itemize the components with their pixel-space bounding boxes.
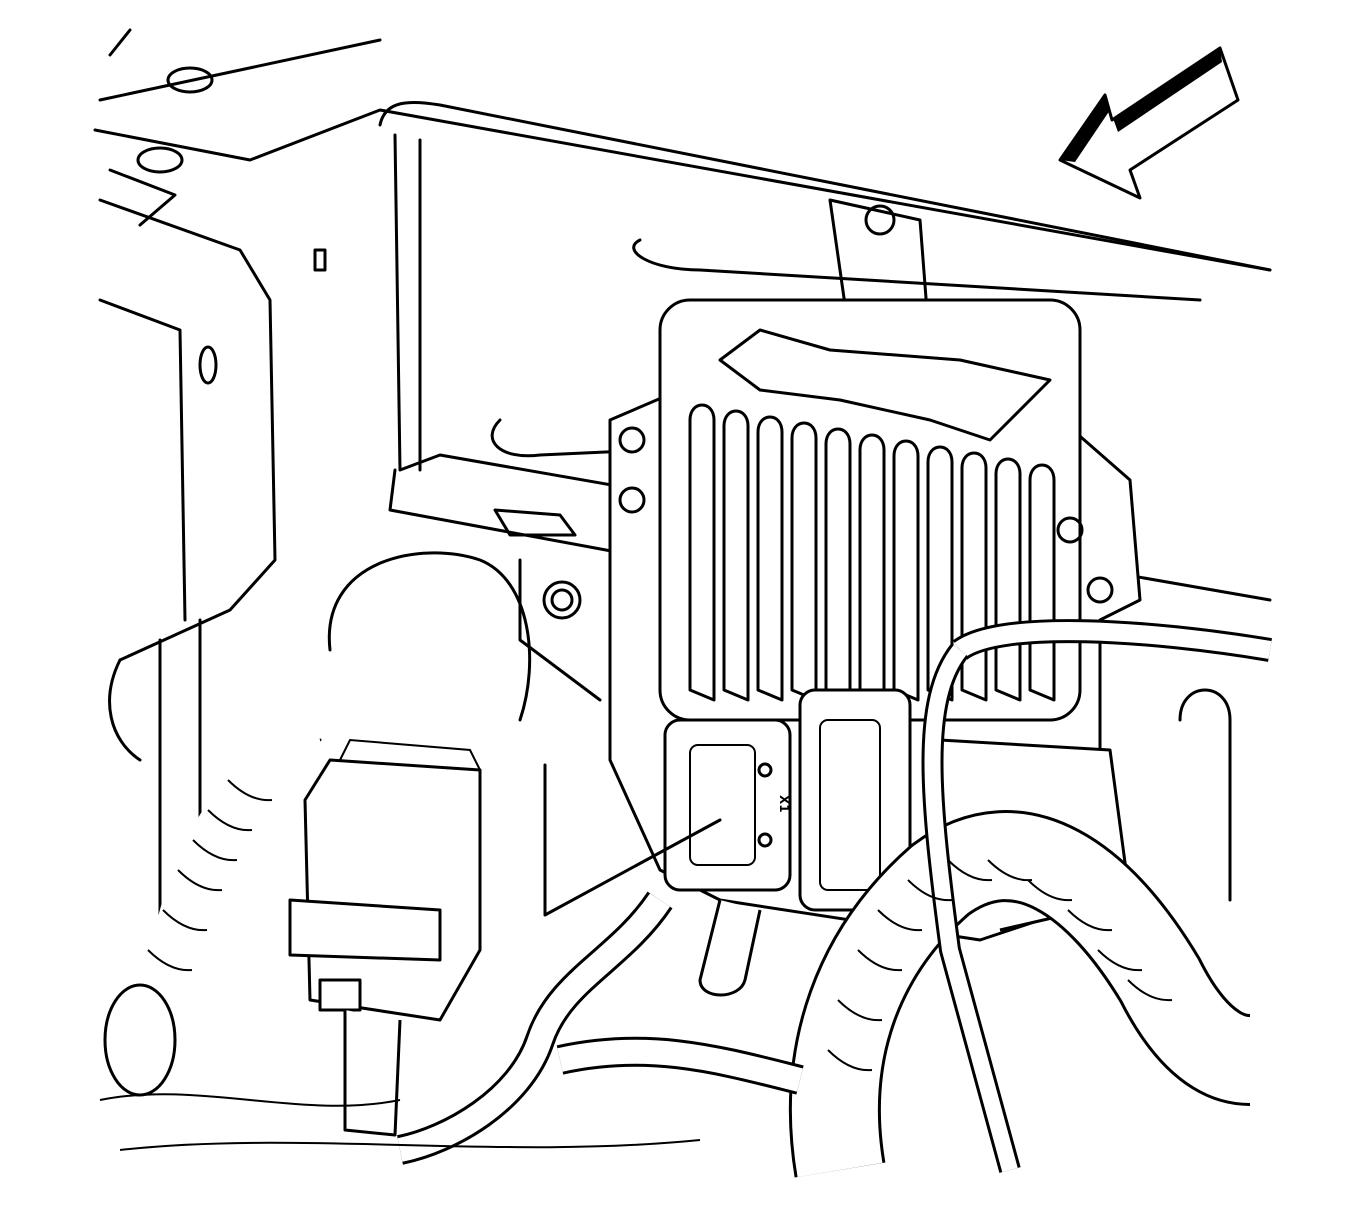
harness-tape-wrap bbox=[192, 839, 238, 862]
harness-tape-wrap bbox=[1027, 879, 1073, 902]
cooling-fin bbox=[722, 409, 750, 702]
cooling-fin bbox=[824, 427, 852, 702]
cooling-fin bbox=[892, 439, 920, 702]
cooling-fin bbox=[960, 451, 988, 702]
cooling-fin bbox=[756, 415, 784, 702]
harness-connector[interactable] bbox=[288, 738, 482, 1137]
harness-tape-wrap bbox=[837, 999, 883, 1022]
body-panel bbox=[93, 28, 1272, 922]
cooling-fin bbox=[994, 457, 1022, 702]
harness-tape-wrap bbox=[907, 879, 953, 902]
harness-tape-wrap bbox=[147, 949, 193, 972]
harness-tape-wrap bbox=[1097, 949, 1143, 972]
harness-tape-wrap bbox=[207, 809, 253, 832]
harness-tape-wrap bbox=[857, 949, 903, 972]
harness-tape-wrap bbox=[1067, 909, 1113, 932]
harness-tape-wrap bbox=[162, 909, 208, 932]
callout-line bbox=[543, 763, 722, 917]
harness-tape-wrap bbox=[1127, 979, 1173, 1002]
harness-tape-wrap bbox=[877, 909, 923, 932]
cooling-fin bbox=[1028, 463, 1056, 702]
view-arrow-icon bbox=[1058, 46, 1240, 200]
harness-tape-wrap bbox=[177, 869, 223, 892]
connector-label: X1 bbox=[777, 795, 791, 813]
harness-tape-wrap bbox=[227, 779, 273, 802]
wiring-harness bbox=[99, 551, 1272, 1178]
cooling-fin bbox=[688, 403, 716, 702]
cooling-fin bbox=[790, 421, 818, 702]
harness-tape-wrap bbox=[947, 859, 993, 882]
harness-tape-wrap bbox=[827, 1049, 873, 1072]
cooling-fin bbox=[858, 433, 886, 702]
ecm-connector-x1[interactable] bbox=[663, 718, 792, 892]
